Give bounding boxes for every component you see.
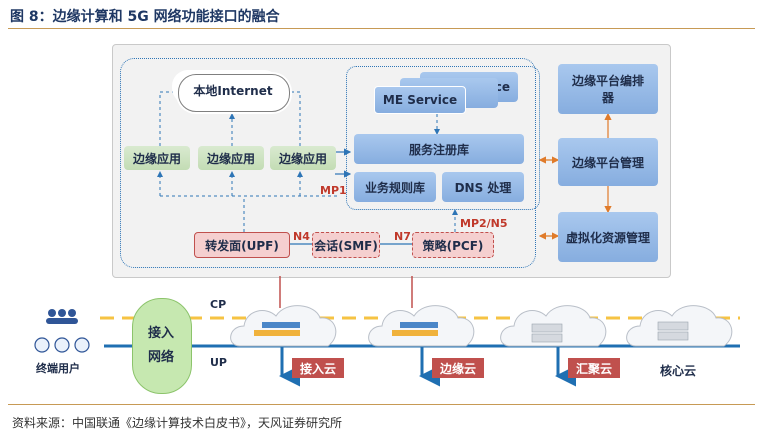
pcf-box: 策略(PCF): [412, 232, 494, 258]
access-network-label-1: 接入: [147, 326, 174, 341]
access-cloud-tag: 接入云: [292, 358, 344, 378]
core-cloud-label: 核心云: [660, 364, 697, 378]
business-rules: 业务规则库: [354, 172, 436, 202]
virtualization-mgmt: 虚拟化资源管理: [558, 212, 658, 262]
bottom-rule: [8, 404, 755, 405]
internet-cloud: [178, 74, 290, 112]
cp-label: CP: [210, 298, 227, 311]
end-user-label: 终端用户: [36, 362, 80, 375]
edge-app-3: 边缘应用: [270, 146, 336, 170]
dns-processing: DNS 处理: [442, 172, 524, 202]
n7-label: N7: [394, 230, 411, 243]
upf-box: 转发面(UPF): [194, 232, 290, 258]
top-rule: [8, 28, 755, 29]
mp1-label: MP1: [320, 184, 347, 197]
edge-app-1: 边缘应用: [124, 146, 190, 170]
edge-host-region: [120, 58, 536, 268]
edge-cloud-tag: 边缘云: [432, 358, 484, 378]
up-label: UP: [210, 356, 227, 369]
access-network-oval: [132, 298, 192, 394]
mp2-n5-label: MP2/N5: [460, 217, 508, 230]
edge-platform-mgmt: 边缘平台管理: [558, 138, 658, 186]
n4-label: N4: [293, 230, 310, 243]
edge-app-2: 边缘应用: [198, 146, 264, 170]
mec-platform-region: [346, 66, 540, 210]
aggregation-cloud-tag: 汇聚云: [568, 358, 620, 378]
access-network-label-2: 网络: [147, 350, 174, 365]
internet-label: 本地Internet: [193, 84, 273, 98]
source-note: 资料来源：中国联通《边缘计算技术白皮书》，天风证券研究所: [12, 416, 343, 430]
me-service: ME Service: [374, 86, 466, 114]
service-registry: 服务注册库: [354, 134, 524, 164]
edge-orchestrator: 边缘平台编排器: [558, 64, 658, 114]
smf-box: 会话(SMF): [312, 232, 380, 258]
figure-title: 图 8：边缘计算和 5G 网络功能接口的融合: [10, 9, 280, 25]
